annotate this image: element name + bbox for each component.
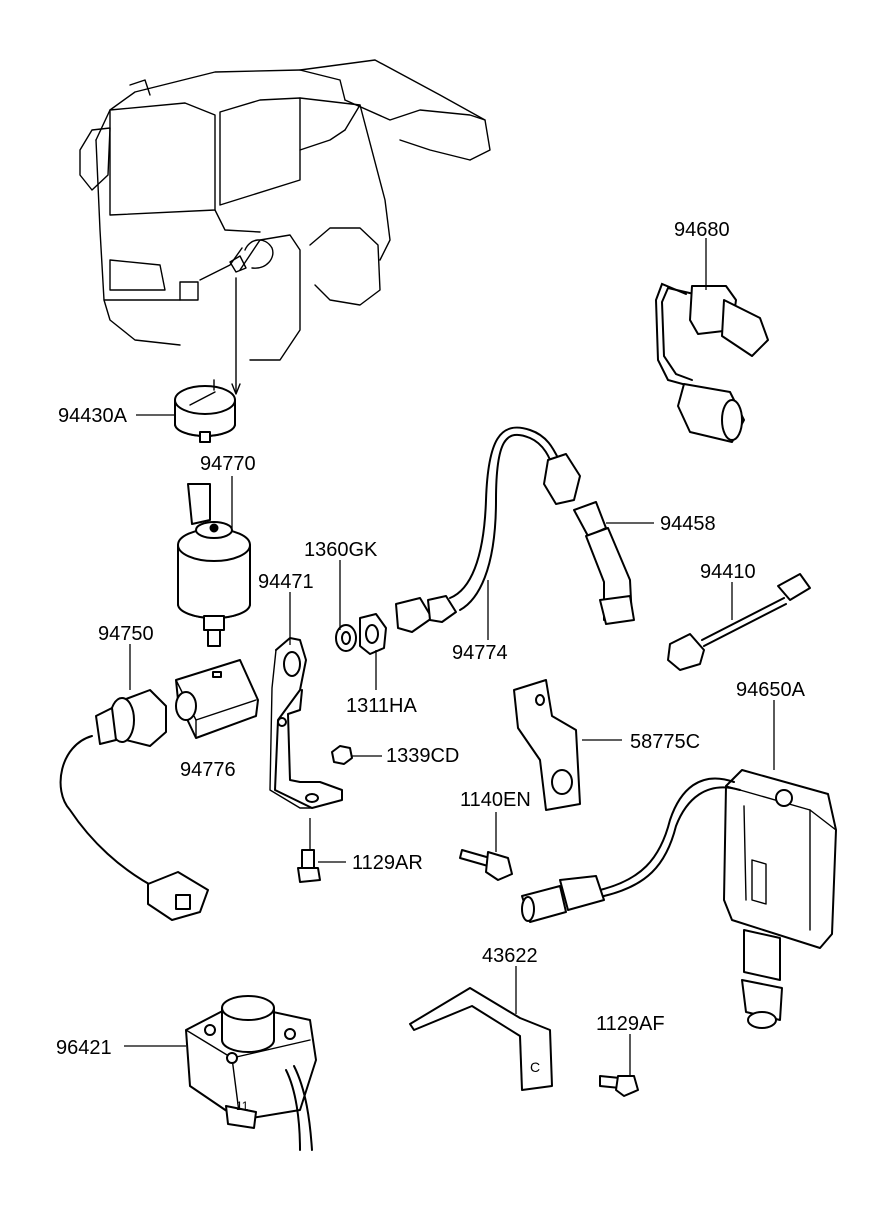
- part-label-94774: 94774: [452, 642, 508, 664]
- part-label-94458: 94458: [660, 513, 716, 535]
- part-label-94680: 94680: [674, 219, 730, 241]
- part-label-94750: 94750: [98, 623, 154, 645]
- part-label-1129AF: 1129AF: [596, 1013, 665, 1035]
- pressure-switch-96421: [185, 995, 317, 1151]
- sensor-wire-94750: [59, 689, 209, 921]
- part-label-94430A: 94430A: [58, 405, 128, 427]
- pressure-switch-94680: [654, 282, 769, 443]
- washer-1360GK: [335, 624, 357, 652]
- switch-number-marking: 11: [236, 1099, 249, 1113]
- part-label-1311HA: 1311HA: [346, 695, 417, 717]
- bolt-1140EN: [459, 849, 513, 881]
- bracket-94471: [269, 637, 343, 809]
- part-label-1360GK: 1360GK: [304, 539, 378, 561]
- leader-lines: [124, 238, 775, 1076]
- part-label-94471: 94471: [258, 571, 314, 593]
- part-label-1140EN: 1140EN: [460, 789, 531, 811]
- part-label-1129AR: 1129AR: [352, 852, 423, 874]
- bracket-43622: [409, 987, 553, 1091]
- part-label-94410: 94410: [700, 561, 756, 583]
- elbow-fitting-94458: [573, 501, 635, 625]
- bracket-58775C: [513, 679, 581, 811]
- pressure-switch-94770: [177, 483, 251, 647]
- part-label-94650A: 94650A: [736, 679, 806, 701]
- bolt-1129AR: [297, 849, 321, 883]
- leader-1129AR: [309, 818, 346, 863]
- part-label-58775C: 58775C: [630, 731, 700, 753]
- part-label-94776: 94776: [180, 759, 236, 781]
- part-labels: 94680 94430A 94770 1360GK 94471 94458 94…: [56, 219, 806, 1113]
- truck-cab-outline-icon: [79, 59, 491, 395]
- part-label-96421: 96421: [56, 1037, 112, 1059]
- part-label-43622: 43622: [482, 945, 538, 967]
- part-label-94770: 94770: [200, 453, 256, 475]
- solenoid-valve-94650A: [521, 769, 837, 1029]
- adapter-block-94776: [175, 659, 259, 739]
- nut-1339CD: [331, 745, 353, 765]
- pressure-sender-94430A: [174, 379, 236, 443]
- hose-94774: [395, 426, 581, 633]
- bracket-letter-marking: C: [530, 1059, 540, 1075]
- sensor-94410: [667, 573, 811, 671]
- nut-1311HA: [359, 613, 387, 655]
- screw-1129AF: [599, 1075, 639, 1097]
- part-label-1339CD: 1339CD: [386, 745, 459, 767]
